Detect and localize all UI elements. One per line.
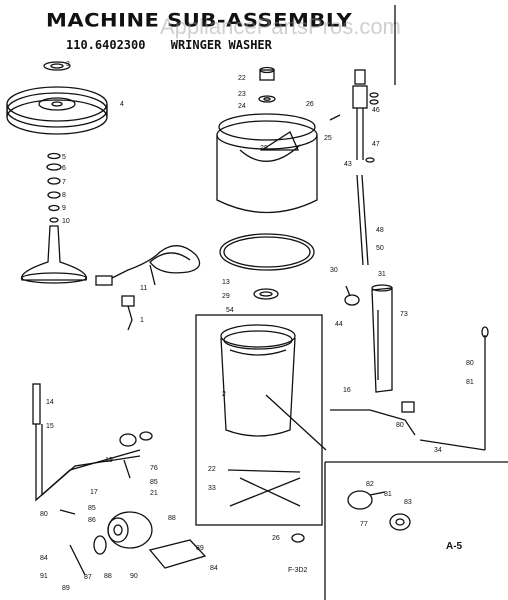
wringer-bracket (371, 284, 393, 393)
motor-mount (69, 539, 207, 576)
page-code: A-5 (446, 541, 463, 552)
drain-hose (32, 383, 141, 502)
callout: 88 (168, 515, 176, 522)
callout: 8 (62, 192, 66, 199)
callout: 76 (150, 465, 158, 472)
bracket-clamp (344, 285, 360, 306)
callout: 24 (238, 103, 246, 110)
callout: 77 (360, 521, 368, 528)
callout: 80 (40, 511, 48, 518)
small-code: F-3D2 (288, 567, 308, 574)
callout: 3 (66, 61, 70, 68)
callout: 88 (104, 573, 112, 580)
drain-hose-support (330, 326, 489, 451)
wringer-rollers (347, 490, 411, 531)
callout: 80 (466, 360, 474, 367)
callout: 2 (222, 391, 226, 398)
tub-gasket (219, 233, 315, 271)
callout: 85 (150, 479, 158, 486)
callout: 34 (434, 447, 442, 454)
model-number: 110.6402300 (66, 38, 146, 52)
agitator-base (20, 225, 88, 284)
callout: 4 (120, 101, 124, 108)
pulley-assembly (6, 61, 108, 135)
watermark: AppliancePartsPros.com (160, 14, 401, 39)
callout: 1 (140, 317, 144, 324)
callout: 6 (62, 165, 66, 172)
callout: 5 (62, 154, 66, 161)
motor (59, 509, 153, 555)
callout: 14 (46, 399, 54, 406)
callout: 16 (343, 387, 351, 394)
callout: 48 (376, 227, 384, 234)
shaft-spacer-stack (46, 152, 62, 223)
callout: 26 (306, 101, 314, 108)
callout: 30 (330, 267, 338, 274)
callout: 47 (372, 141, 380, 148)
callout: 19 (105, 457, 113, 464)
callout-labels: 3 4 5 6 7 8 9 10 11 1 22 23 24 26 25 28 … (40, 61, 474, 592)
callout: 84 (210, 565, 218, 572)
callout: 26 (272, 535, 280, 542)
callout: 44 (335, 321, 343, 328)
cord-clip (121, 295, 135, 331)
callout: 82 (366, 481, 374, 488)
callout: 73 (400, 311, 408, 318)
callout: 87 (84, 574, 92, 581)
callout: 29 (222, 293, 230, 300)
callout: 28 (260, 145, 268, 152)
callout: 80 (396, 422, 404, 429)
callout: 81 (466, 379, 474, 386)
pump-fittings (119, 431, 153, 479)
inner-tub (220, 324, 296, 437)
callout: 54 (226, 307, 234, 314)
callout: 85 (88, 505, 96, 512)
callout: 43 (344, 161, 352, 168)
callout: 11 (140, 285, 147, 292)
wringer-rod (356, 157, 375, 266)
callout: 25 (324, 135, 332, 142)
tub-brace (227, 394, 327, 507)
outer-tub-top (216, 113, 318, 214)
wringer-post (329, 69, 379, 160)
callout: 50 (376, 245, 384, 252)
power-cord (95, 245, 201, 286)
top-nut-washer (258, 66, 276, 103)
callout: 91 (40, 573, 48, 580)
callout: 17 (90, 489, 98, 496)
callout: 33 (208, 485, 216, 492)
callout: 86 (88, 517, 96, 524)
callout: 7 (62, 179, 66, 186)
callout: 22 (208, 466, 216, 473)
product-name: WRINGER WASHER (170, 38, 272, 52)
diagram-title: MACHINE SUB-ASSEMBLY (46, 9, 353, 31)
callout: 21 (150, 490, 158, 497)
callout: 13 (222, 279, 230, 286)
spin-ring (253, 288, 279, 300)
callout: 23 (238, 91, 246, 98)
callout: 10 (62, 218, 70, 225)
diagram-subtitle: 110.6402300 WRINGER WASHER (66, 38, 290, 52)
callout: 90 (130, 573, 138, 580)
callout: 22 (238, 75, 246, 82)
callout: 46 (372, 107, 380, 114)
callout: 84 (40, 555, 48, 562)
tub-box (195, 314, 323, 526)
callout: 89 (196, 545, 204, 552)
handle-knob (291, 533, 305, 543)
callout: 15 (46, 423, 54, 430)
callout: 89 (62, 585, 70, 592)
callout: 31 (378, 271, 386, 278)
callout: 83 (404, 499, 412, 506)
callout: 9 (62, 205, 66, 212)
callout: 81 (384, 491, 392, 498)
